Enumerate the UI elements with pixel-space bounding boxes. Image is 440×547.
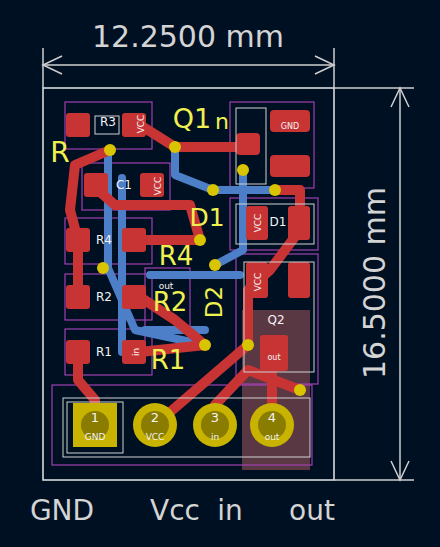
fab-reference: R2 <box>96 291 112 303</box>
pin-net: in <box>211 433 219 442</box>
smd-pads <box>66 228 90 252</box>
fab-outlines <box>236 204 314 244</box>
net-name: GND <box>30 497 94 525</box>
dimension-lines <box>399 88 401 480</box>
smd-pads <box>122 285 146 309</box>
pin-number: 2 <box>151 411 159 424</box>
pad-net: out <box>267 354 280 362</box>
dimension-text: 12.2500 mm <box>92 22 284 52</box>
vias <box>199 339 211 351</box>
fab-outlines <box>63 108 314 457</box>
silkscreen-text: n <box>215 111 229 133</box>
vias <box>294 384 306 396</box>
pad-net: VCC <box>254 273 263 292</box>
silkscreen-text: R <box>50 139 69 167</box>
pin-number: 1 <box>91 411 99 424</box>
courtyard-outlines <box>52 102 318 465</box>
pad-net: GND <box>281 123 299 131</box>
courtyard-outlines <box>230 102 314 188</box>
fab-reference: R4 <box>96 234 112 246</box>
pin-number: 3 <box>211 411 219 424</box>
smd-pads <box>270 155 310 177</box>
smd-pads <box>270 110 310 132</box>
courtyard-outlines <box>65 102 152 149</box>
reference-designator: Q1 <box>173 105 211 132</box>
dimension-lines <box>334 479 414 481</box>
reference-designator: R4 <box>159 243 194 269</box>
red-traces <box>70 150 110 240</box>
reference-designator: D1 <box>189 205 224 230</box>
dimension-lines <box>42 48 44 88</box>
dimension-lines <box>43 64 334 66</box>
dimension-lines <box>334 87 414 89</box>
smd-pads <box>66 110 310 371</box>
smd-pads <box>66 340 90 364</box>
vias <box>97 141 306 396</box>
pin-net: GND <box>85 433 106 442</box>
connector-pads <box>73 403 117 447</box>
pad-net: VCC <box>137 115 146 134</box>
fab-reference: D1 <box>270 216 287 228</box>
pad-net: VCC <box>154 177 163 196</box>
vias <box>169 141 181 153</box>
connector-pads <box>133 403 177 447</box>
fab-outlines <box>236 108 266 184</box>
pad-net: VCC <box>254 214 263 233</box>
vias <box>209 259 221 271</box>
fab-reference: R3 <box>100 116 116 128</box>
vias <box>194 234 206 246</box>
connector-pads <box>250 403 294 447</box>
dimension-lines <box>43 48 414 480</box>
dimension-lines <box>391 88 409 480</box>
vias <box>207 184 219 196</box>
connector-pads <box>73 403 294 447</box>
fab-outlines <box>95 116 119 134</box>
smd-pads <box>236 133 260 155</box>
net-name: in <box>217 497 243 525</box>
vias <box>237 164 249 176</box>
reference-designator: R1 <box>151 347 186 373</box>
board-outline <box>43 88 334 480</box>
smd-pads <box>288 262 310 298</box>
fab-reference: C1 <box>116 179 132 191</box>
reference-designator: R2 <box>153 289 188 315</box>
board-outline <box>43 88 334 480</box>
smd-pads <box>288 206 310 240</box>
smd-pads <box>246 206 268 240</box>
fab-outlines <box>63 398 310 457</box>
pin-number: 4 <box>268 411 276 424</box>
smd-pads <box>246 262 268 298</box>
smd-pads <box>260 335 288 371</box>
pin-net: out <box>265 433 280 442</box>
reference-designator: D2 <box>203 286 226 318</box>
vias <box>269 184 281 196</box>
connector-pads <box>193 403 237 447</box>
vias <box>242 339 254 351</box>
fab-reference: R1 <box>96 346 112 358</box>
net-name: out <box>289 497 335 525</box>
blue-traces <box>150 271 240 279</box>
smd-pads <box>122 340 146 364</box>
fab-outlines <box>244 262 314 372</box>
dimension-lines <box>43 56 334 74</box>
dimension-text: 16.5000 mm <box>360 187 390 379</box>
smd-pads <box>84 173 108 197</box>
smd-pads <box>122 113 146 137</box>
pad-net: out <box>159 282 174 291</box>
vias <box>104 144 116 156</box>
net-name: Vcc <box>150 497 200 525</box>
vias <box>97 262 109 274</box>
smd-pads <box>140 173 164 197</box>
smd-pads <box>66 113 90 137</box>
smd-pads <box>66 285 90 309</box>
dimension-lines <box>333 48 335 88</box>
smd-pads <box>122 228 146 252</box>
pin-net: VCC <box>146 433 165 442</box>
fab-outlines <box>67 402 123 453</box>
pad-net: in <box>132 348 141 356</box>
fab-reference: Q2 <box>267 314 284 326</box>
